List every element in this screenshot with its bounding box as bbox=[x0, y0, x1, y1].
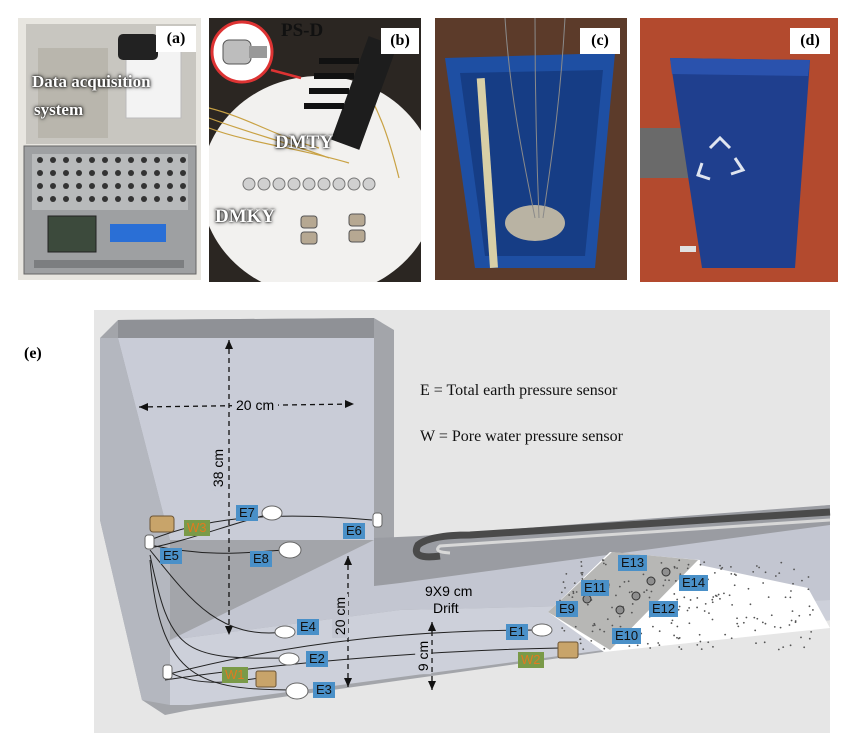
arrowhead bbox=[225, 340, 233, 349]
container-illustration-d bbox=[640, 18, 838, 282]
water-sensor-bodies bbox=[149, 515, 579, 688]
sensor-disc-e5 bbox=[144, 534, 155, 550]
water-sensor-w2 bbox=[557, 641, 579, 659]
sensor-label-w3: W3 bbox=[184, 520, 210, 536]
earth-sensor-discs bbox=[144, 505, 553, 700]
container-illustration-c bbox=[435, 18, 627, 280]
sensor-label-e14: E14 bbox=[679, 575, 709, 591]
sensor-label-e10: E10 bbox=[612, 628, 642, 644]
tunnel-top-ledge bbox=[374, 505, 830, 586]
dim-label-height-38: 38 cm bbox=[210, 445, 227, 491]
conveyor-outer bbox=[412, 508, 831, 561]
sand-prism-gray bbox=[548, 552, 698, 650]
ps-d-label: PS-D bbox=[281, 20, 324, 41]
panel-label-d: (d) bbox=[790, 28, 830, 54]
photo-c-container: (c) bbox=[435, 18, 627, 280]
box-top-rim bbox=[118, 318, 374, 338]
arrowhead bbox=[344, 556, 352, 565]
conveyor-inner bbox=[436, 518, 831, 555]
sensor-label-e5: E5 bbox=[160, 548, 182, 564]
box-inner-back-face bbox=[118, 336, 374, 540]
photo-d-container: (d) bbox=[640, 18, 838, 282]
arrowhead bbox=[345, 400, 354, 408]
dmky-label: DMKY bbox=[215, 206, 276, 227]
water-sensor-w3 bbox=[149, 515, 175, 533]
legend-earth-sensor: E = Total earth pressure sensor bbox=[420, 382, 618, 399]
data-acquisition-device-illustration bbox=[18, 18, 201, 280]
arrowhead bbox=[428, 681, 436, 690]
drift-size-label: 9X9 cm bbox=[425, 583, 473, 599]
sensor-label-e13: E13 bbox=[618, 555, 648, 571]
photo-b-sensors: (b) PS-D DMTY DMKY bbox=[209, 18, 421, 282]
sensor-label-e3: E3 bbox=[313, 682, 335, 698]
sensor-disc-e3 bbox=[285, 682, 309, 700]
arrowhead bbox=[344, 678, 352, 687]
sensor-disc-e8 bbox=[278, 541, 302, 559]
sensor-label-e9: E9 bbox=[556, 601, 578, 617]
legend-water-sensor: W = Pore water pressure sensor bbox=[420, 428, 623, 445]
arrowhead bbox=[225, 626, 233, 635]
sensor-label-e4: E4 bbox=[297, 619, 319, 635]
arrowhead bbox=[428, 622, 436, 631]
dim-label-height-20: 20 cm bbox=[332, 593, 349, 639]
panel-label-a: (a) bbox=[156, 26, 196, 52]
sensor-disc-wall-low bbox=[162, 664, 173, 680]
panel-label-e: (e) bbox=[24, 345, 42, 362]
photo-a-data-acquisition: (a) Data acquisition system bbox=[18, 18, 201, 280]
data-acquisition-label: Data acquisition bbox=[32, 72, 151, 91]
sensor-disc-e1 bbox=[531, 623, 553, 637]
sensor-label-e8: E8 bbox=[250, 551, 272, 567]
panel-label-c: (c) bbox=[580, 28, 620, 54]
system-label: system bbox=[34, 100, 84, 119]
sensor-disc-e4 bbox=[274, 625, 296, 639]
sensor-disc-e7 bbox=[261, 505, 283, 521]
sensor-plate-illustration bbox=[209, 18, 421, 282]
dmty-label: DMTY bbox=[275, 132, 334, 153]
sensor-label-e12: E12 bbox=[649, 601, 679, 617]
sensor-label-e6: E6 bbox=[343, 523, 365, 539]
sensor-label-e11: E11 bbox=[581, 580, 610, 596]
drift-label: Drift bbox=[433, 600, 459, 616]
sensor-label-w1: W1 bbox=[222, 667, 248, 683]
panel-label-b: (b) bbox=[381, 28, 419, 54]
sensor-disc-e2 bbox=[278, 652, 300, 666]
dim-label-width-20: 20 cm bbox=[232, 397, 279, 413]
arrowhead bbox=[139, 403, 148, 411]
water-sensor-w1 bbox=[255, 670, 277, 688]
sensor-label-e1: E1 bbox=[506, 624, 528, 640]
box-left-inner-face bbox=[100, 338, 170, 705]
dim-label-height-9: 9 cm bbox=[415, 637, 432, 675]
sensor-disc-e6 bbox=[372, 512, 383, 528]
sensor-label-e2: E2 bbox=[306, 651, 328, 667]
sensor-label-e7: E7 bbox=[236, 505, 258, 521]
sensor-label-w2: W2 bbox=[518, 652, 544, 668]
